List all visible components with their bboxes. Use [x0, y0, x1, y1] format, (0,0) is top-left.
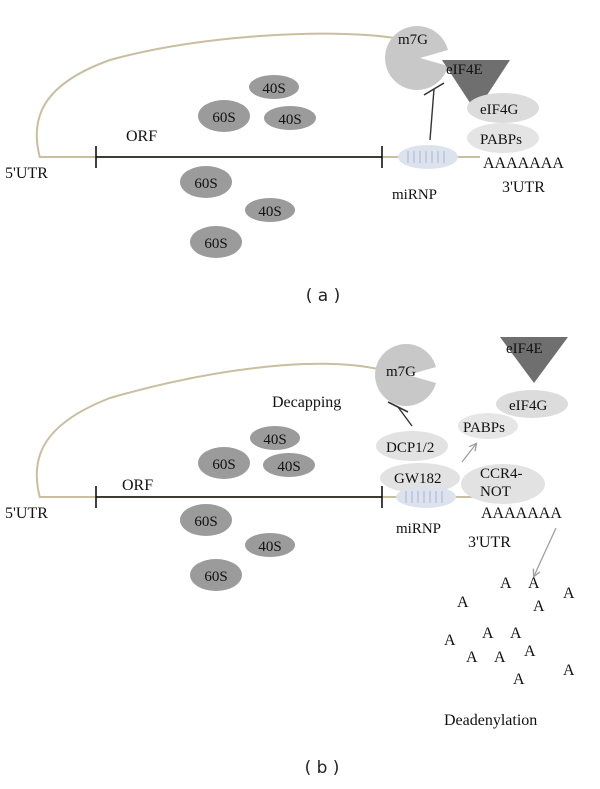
mirnp-icon: [396, 486, 456, 508]
mirnp-icon: [398, 145, 458, 169]
adenosine: A: [513, 671, 525, 688]
adenosine: A: [494, 649, 506, 666]
dcp-label: DCP1/2: [386, 440, 434, 456]
release-arrow-icon: [461, 444, 476, 463]
adenosine: A: [528, 575, 540, 592]
adenosine: A: [524, 643, 536, 660]
inhibition-stem-b: [397, 406, 413, 427]
ribosome-label: 60S: [212, 110, 235, 126]
panel-a: 5'UTR ORF 40S 60S 40S 60S 40S 60S m7G mi…: [5, 26, 564, 306]
gw182-shape: [380, 463, 460, 493]
eif4e-label-b: eIF4E: [506, 341, 543, 357]
adenosine: A: [533, 598, 545, 615]
orf-label-b: ORF: [122, 477, 153, 494]
eif4e-label-a: eIF4E: [446, 62, 483, 78]
ribosome-label: 60S: [194, 514, 217, 530]
ccr4-not-shape: [461, 464, 545, 504]
mirnp-label-a: miRNP: [392, 187, 437, 203]
pabps-label-a: PABPs: [480, 132, 522, 148]
m7g-label-b: m7G: [386, 364, 416, 380]
utr3-label-a: 3'UTR: [502, 179, 545, 196]
ribosome-label: 40S: [263, 432, 286, 448]
pabps-shape: [458, 413, 518, 439]
utr5-label-a: 5'UTR: [5, 165, 48, 182]
orf-label-a: ORF: [126, 128, 157, 145]
adenosine: A: [510, 625, 522, 642]
ribosome-60s: [190, 559, 242, 591]
adenosine: A: [482, 625, 494, 642]
ribosome-40s: [250, 426, 300, 450]
mirnp-stripes-a: [407, 151, 445, 163]
eif4e-icon: [442, 60, 510, 112]
panel-a-caption: ( a ): [306, 286, 341, 306]
ribosome-label: 40S: [262, 81, 285, 97]
deadenylation-arrow-icon: [534, 527, 557, 576]
ribosome-label: 40S: [258, 539, 281, 555]
adenosine: A: [500, 575, 512, 592]
panel-b-caption: ( b ): [305, 758, 340, 778]
ribosome-40s: [249, 75, 299, 99]
ribosome-label: 40S: [258, 204, 281, 220]
ribosome-40s: [264, 106, 316, 130]
decapping-label: Decapping: [272, 394, 341, 411]
pabps-label-b: PABPs: [463, 420, 505, 436]
mrna-strand-b: [35, 362, 391, 499]
adenosine: A: [444, 632, 456, 649]
dcp-shape: [376, 431, 448, 461]
ribosome-label: 40S: [277, 459, 300, 475]
ccr4-label-line2: NOT: [480, 484, 511, 500]
ribosome-label: 40S: [278, 112, 301, 128]
m7g-cap-icon: [385, 26, 448, 91]
eif4g-shape: [467, 93, 539, 123]
ribosome-60s: [180, 504, 232, 536]
ribosome-60s: [198, 100, 250, 132]
eif4e-icon: [500, 337, 568, 383]
eif4g-shape: [496, 390, 568, 418]
adenosine: A: [563, 585, 575, 602]
ribosome-40s: [263, 453, 315, 477]
mrna-strand-a: [35, 32, 406, 159]
polya-label-b: AAAAAAA: [481, 505, 562, 522]
mirnp-stripes-b: [405, 491, 443, 503]
ccr4-label-line1: CCR4-: [480, 466, 523, 482]
ribosome-60s: [190, 226, 242, 258]
eif4g-label-b: eIF4G: [509, 398, 547, 414]
ribosome-label: 60S: [204, 569, 227, 585]
ribosome-label: 60S: [212, 457, 235, 473]
gw182-label: GW182: [394, 471, 442, 487]
panel-b: 5'UTR ORF 40S 60S 40S 60S 40S 60S m7G De…: [5, 337, 575, 778]
ribosome-60s: [198, 447, 250, 479]
scattered-adenosines: A A A A A A A A A A A A A: [444, 575, 575, 688]
ribosome-label: 60S: [204, 236, 227, 252]
utr5-label-b: 5'UTR: [5, 505, 48, 522]
adenosine: A: [563, 662, 575, 679]
deadenylation-label: Deadenylation: [444, 712, 537, 729]
adenosine: A: [457, 594, 469, 611]
ribosome-label: 60S: [194, 176, 217, 192]
mirnp-label-b: miRNP: [396, 521, 441, 537]
ribosome-40s: [245, 198, 295, 222]
pabps-shape: [467, 123, 539, 153]
ribosome-60s: [180, 166, 232, 198]
inhibition-stem-a: [429, 88, 435, 141]
utr3-label-b: 3'UTR: [468, 534, 511, 551]
m7g-label-a: m7G: [398, 32, 428, 48]
ribosome-40s: [245, 533, 295, 557]
adenosine: A: [466, 649, 478, 666]
eif4g-label-a: eIF4G: [480, 102, 518, 118]
polya-label-a: AAAAAAA: [483, 155, 564, 172]
m7g-cap-icon: [375, 344, 436, 406]
